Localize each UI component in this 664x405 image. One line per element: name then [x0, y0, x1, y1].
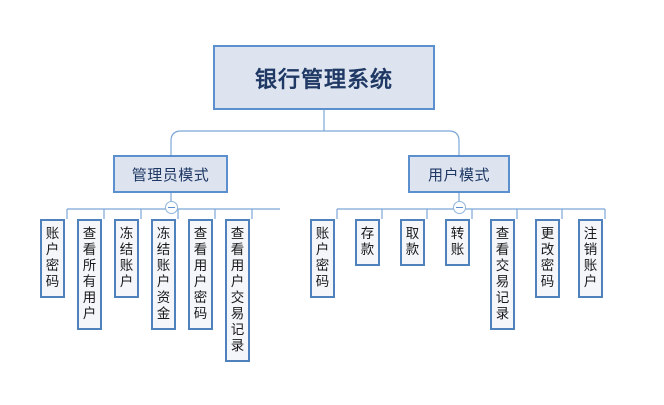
- branch-node-用户模式[interactable]: 用户模式: [408, 155, 510, 193]
- leaf-node-查看用户交易记录[interactable]: 查看用户交易记录: [225, 219, 250, 362]
- leaf-char: 码: [193, 306, 208, 322]
- leaf-char: 用: [82, 290, 97, 306]
- branch-node-管理员模式[interactable]: 管理员模式: [113, 155, 228, 193]
- leaf-char: 冻: [119, 226, 134, 242]
- leaf-char: 查: [495, 226, 510, 242]
- leaf-char: 有: [82, 274, 97, 290]
- leaf-char: 记: [230, 322, 245, 338]
- leaf-char: 账: [45, 226, 60, 242]
- leaf-char: 所: [82, 258, 97, 274]
- leaf-char: 易: [495, 274, 510, 290]
- leaf-char: 易: [230, 306, 245, 322]
- leaf-char: 改: [540, 242, 555, 258]
- leaf-char: 结: [156, 242, 171, 258]
- leaf-char: 户: [119, 274, 134, 290]
- leaf-char: 户: [230, 274, 245, 290]
- leaf-char: 码: [540, 274, 555, 290]
- leaf-node-查看交易记录[interactable]: 查看交易记录: [490, 219, 515, 330]
- leaf-char: 看: [230, 242, 245, 258]
- leaf-char: 查: [193, 226, 208, 242]
- leaf-char: 录: [495, 306, 510, 322]
- leaf-char: 密: [45, 258, 60, 274]
- leaf-char: 转: [450, 226, 465, 242]
- leaf-char: 账: [583, 258, 598, 274]
- leaf-char: 户: [82, 306, 97, 322]
- leaf-char: 结: [119, 242, 134, 258]
- leaf-char: 交: [230, 290, 245, 306]
- leaf-node-冻结账户[interactable]: 冻结账户: [114, 219, 139, 298]
- leaf-char: 记: [495, 290, 510, 306]
- root-node-bank-management-system[interactable]: 银行管理系统: [213, 45, 435, 110]
- leaf-char: 账: [450, 242, 465, 258]
- leaf-char: 用: [230, 258, 245, 274]
- leaf-node-账户密码[interactable]: 账户密码: [310, 219, 335, 298]
- leaf-node-转账[interactable]: 转账: [445, 219, 470, 266]
- leaf-node-冻结账户资金[interactable]: 冻结账户资金: [151, 219, 176, 330]
- leaf-char: 密: [540, 258, 555, 274]
- leaf-char: 录: [230, 338, 245, 354]
- minus-glyph: [167, 206, 175, 208]
- minus-circle-icon[interactable]: [452, 200, 466, 214]
- leaf-char: 用: [193, 258, 208, 274]
- leaf-char: 金: [156, 306, 171, 322]
- leaf-char: 销: [583, 242, 598, 258]
- minus-glyph: [455, 206, 463, 208]
- leaf-char: 码: [45, 274, 60, 290]
- leaf-node-查看用户密码[interactable]: 查看用户密码: [188, 219, 213, 330]
- leaf-char: 资: [156, 290, 171, 306]
- leaf-char: 更: [540, 226, 555, 242]
- leaf-char: 看: [495, 242, 510, 258]
- leaf-char: 取: [405, 226, 420, 242]
- leaf-char: 户: [193, 274, 208, 290]
- leaf-char: 查: [82, 226, 97, 242]
- leaf-char: 密: [193, 290, 208, 306]
- leaf-char: 户: [583, 274, 598, 290]
- leaf-node-查看所有用户[interactable]: 查看所有用户: [77, 219, 102, 330]
- leaf-char: 存: [360, 226, 375, 242]
- leaf-char: 户: [156, 274, 171, 290]
- leaf-char: 款: [360, 242, 375, 258]
- leaf-char: 账: [119, 258, 134, 274]
- leaf-char: 户: [45, 242, 60, 258]
- leaf-char: 款: [405, 242, 420, 258]
- leaf-node-账户密码[interactable]: 账户密码: [40, 219, 65, 298]
- leaf-char: 账: [156, 258, 171, 274]
- leaf-char: 户: [315, 242, 330, 258]
- leaf-char: 密: [315, 258, 330, 274]
- leaf-node-存款[interactable]: 存款: [355, 219, 380, 266]
- leaf-char: 账: [315, 226, 330, 242]
- leaf-char: 注: [583, 226, 598, 242]
- connector-root-to-admin: [170, 130, 324, 155]
- leaf-char: 看: [82, 242, 97, 258]
- leaf-char: 查: [230, 226, 245, 242]
- leaf-char: 冻: [156, 226, 171, 242]
- leaf-node-取款[interactable]: 取款: [400, 219, 425, 266]
- leaf-node-注销账户[interactable]: 注销账户: [578, 219, 603, 298]
- leaf-char: 码: [315, 274, 330, 290]
- minus-circle-icon[interactable]: [164, 200, 178, 214]
- leaf-node-更改密码[interactable]: 更改密码: [535, 219, 560, 298]
- connector-root-to-user: [324, 130, 460, 155]
- leaf-char: 看: [193, 242, 208, 258]
- leaf-char: 交: [495, 258, 510, 274]
